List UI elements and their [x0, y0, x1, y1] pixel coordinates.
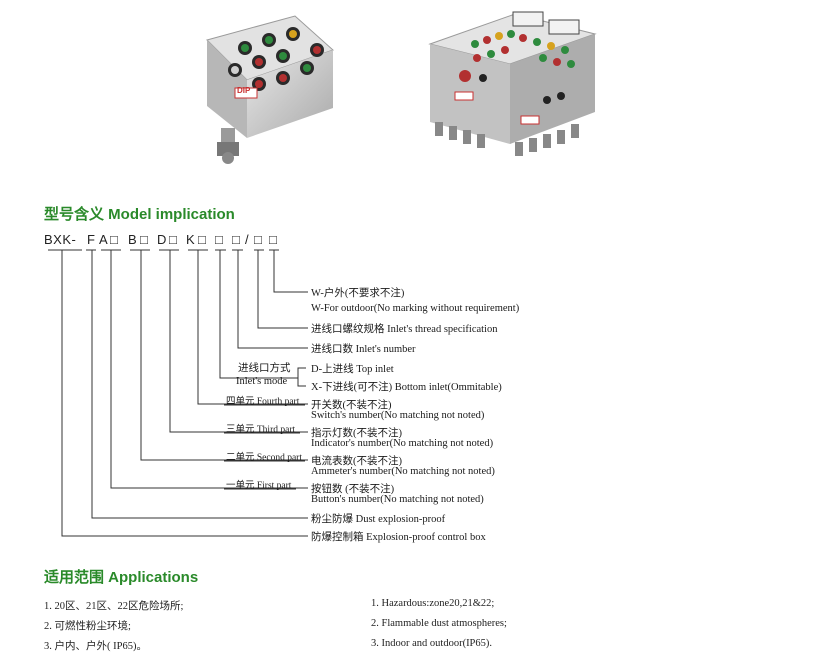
code-box-inlet-number: □: [232, 232, 241, 247]
label-button-en: Button's number(No matching not noted): [311, 494, 484, 505]
code-box-b: □: [140, 232, 149, 247]
model-implication-heading: 型号含义 Model implication: [44, 206, 235, 223]
code-f: F: [87, 232, 96, 247]
code-box-thread: □: [254, 232, 263, 247]
label-explosion-proof-box: 防爆控制箱 Explosion-proof control box: [311, 532, 486, 543]
code-a: A: [99, 232, 109, 247]
code-prefix: BXK-: [44, 232, 77, 247]
product-image-small-box: DIP: [195, 10, 345, 165]
code-box-outdoor: □: [269, 232, 278, 247]
application-cn-3: 3. 户内、户外( IP65)。: [44, 641, 147, 652]
label-indicator-en: Indicator's number(No matching not noted…: [311, 438, 494, 449]
code-d: D: [157, 232, 167, 247]
code-slash: /: [245, 232, 250, 247]
label-ammeter-cn: 电流表数(不装不注): [311, 456, 402, 467]
applications-heading: 适用范围 Applications: [44, 569, 199, 586]
label-button-cn: 按钮数 (不装不注): [311, 484, 395, 495]
code-b: B: [128, 232, 138, 247]
label-w-outdoor: W-户外(不要求不注): [311, 288, 405, 299]
label-indicator-cn: 指示灯数(不装不注): [311, 428, 402, 439]
application-en-1: 1. Hazardous:zone20,21&22;: [371, 598, 495, 609]
label-x-bottom-inlet: X-下进线(可不注) Bottom inlet(Ommitable): [311, 382, 502, 393]
code-box-k: □: [198, 232, 207, 247]
code-k: K: [186, 232, 196, 247]
label-ammeter-en: Ammeter's number(No matching not noted): [311, 466, 495, 477]
application-cn-1: 1. 20区、21区、22区危险场所;: [44, 601, 184, 612]
label-switch-cn: 开关数(不装不注): [311, 400, 392, 411]
product-image-large-box: [425, 4, 600, 172]
label-switch-en: Switch's number(No matching not noted): [311, 410, 485, 421]
label-d-top-inlet: D-上进线 Top inlet: [311, 364, 394, 375]
label-inlet-mode-en: Inlet's mode: [236, 376, 288, 387]
code-box-d: □: [169, 232, 178, 247]
label-inlet-mode-cn: 进线口方式: [238, 363, 291, 374]
application-cn-2: 2. 可燃性粉尘环境;: [44, 621, 131, 632]
application-en-2: 2. Flammable dust atmospheres;: [371, 618, 507, 629]
code-box-a: □: [110, 232, 119, 247]
label-fourth-part: 四单元 Fourth part: [226, 397, 300, 407]
label-inlet-number: 进线口数 Inlet's number: [311, 344, 416, 355]
code-box-mode: □: [215, 232, 224, 247]
left-plate-label: DIP: [237, 86, 251, 95]
label-second-part: 二单元 Second part: [226, 453, 302, 463]
label-first-part: 一单元 First part: [226, 481, 292, 491]
label-w-outdoor-en: W-For outdoor(No marking without require…: [311, 303, 520, 314]
label-dust-explosion-proof: 粉尘防爆 Dust explosion-proof: [311, 514, 446, 525]
application-en-3: 3. Indoor and outdoor(IP65).: [371, 638, 493, 649]
label-thread-spec: 进线口螺纹规格 Inlet's thread specification: [311, 324, 498, 335]
label-third-part: 三单元 Third part: [226, 425, 296, 435]
